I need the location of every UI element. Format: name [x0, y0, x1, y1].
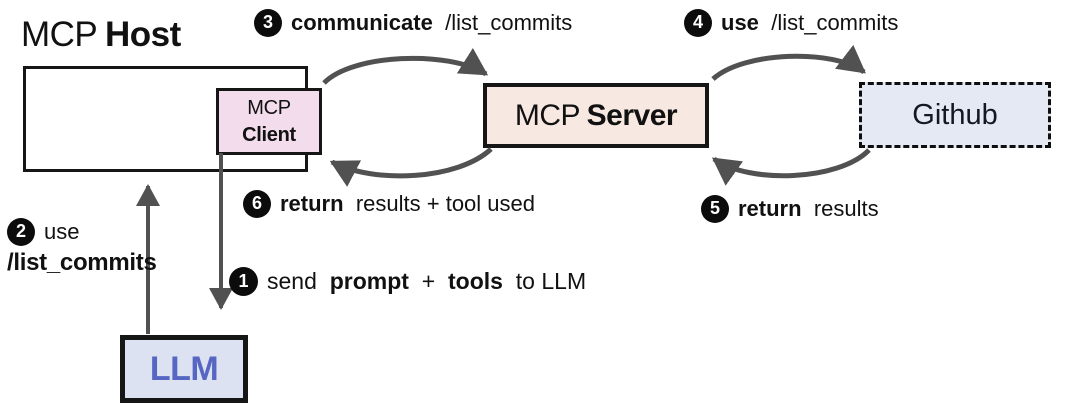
step-1-plus: + [421, 267, 436, 294]
step-3-communicate: 3 communicate /list_commits [254, 9, 572, 37]
arrow-server-to-github [711, 44, 866, 81]
step-1-send-prompt: 1 send prompt + tools to LLM [229, 267, 586, 296]
step-3-verb: communicate [291, 9, 433, 35]
step-4-use: 4 use /list_commits [684, 9, 898, 37]
llm-label: LLM [149, 349, 219, 388]
step-1-pre: send [267, 267, 317, 294]
arrow-server-to-client [329, 147, 493, 187]
server-label-mcp: MCP [514, 98, 581, 132]
step-1-prompt: prompt [329, 267, 409, 294]
step-5-badge: 5 [701, 195, 729, 223]
step-6-badge: 6 [243, 190, 271, 218]
step-1-post: to LLM [515, 267, 587, 294]
step-2-use: 2 use /list_commits [7, 218, 157, 278]
arrow-github-to-server [711, 148, 871, 186]
step-1-badge: 1 [229, 267, 258, 296]
step-2-arg: /list_commits [7, 249, 157, 276]
llm-box: LLM [120, 335, 248, 403]
step-5-verb: return [738, 195, 802, 221]
title-mcp: MCP [21, 15, 98, 54]
step-4-verb: use [721, 9, 759, 35]
github-box: Github [859, 82, 1051, 148]
step-6-arg: results + tool used [355, 190, 536, 216]
step-2-badge: 2 [7, 218, 35, 246]
step-3-arg: /list_commits [445, 9, 573, 35]
mcp-client-box: MCP Client [216, 88, 322, 155]
step-1-tools: tools [448, 267, 503, 294]
step-6-return: 6 return results + tool used [243, 190, 535, 218]
title-host: Host [104, 15, 181, 54]
github-label: Github [912, 98, 998, 131]
step-2-verb: use [44, 218, 80, 244]
server-label-name: Server [586, 98, 678, 132]
client-label-line1: MCP [247, 96, 291, 119]
step-5-arg: results [813, 195, 879, 221]
step-4-badge: 4 [684, 9, 712, 37]
step-3-badge: 3 [254, 9, 282, 37]
step-5-return: 5 return results [701, 195, 879, 223]
step-4-arg: /list_commits [771, 9, 899, 35]
arrow-client-to-server [322, 47, 489, 85]
client-label-line2: Client [242, 123, 296, 146]
step-6-verb: return [280, 190, 344, 216]
